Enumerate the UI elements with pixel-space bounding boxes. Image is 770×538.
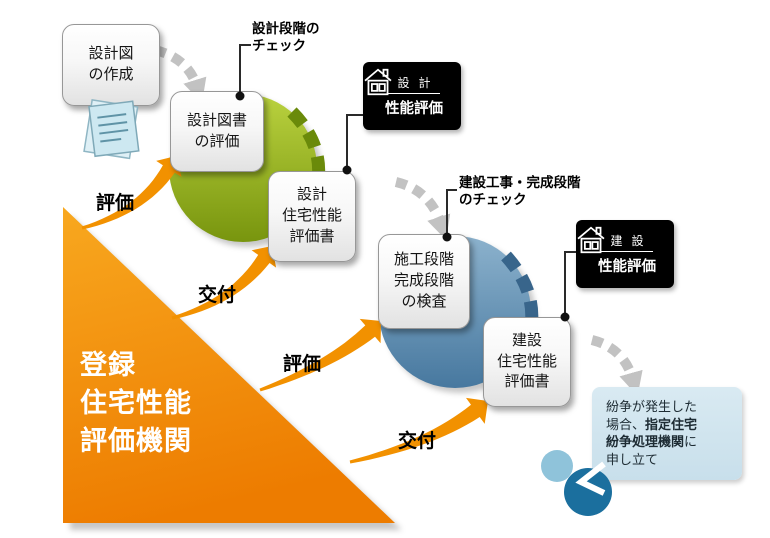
dispute-text-before: 紛争が発生した場合、 [606,399,698,432]
inspection-label: 施工段階 完成段階 の検査 [393,251,454,310]
design-drawing-box: 設計図 の作成 [62,24,160,106]
flow-arrow-issue-construction [349,397,488,464]
dispute-text-bold: 指定住宅紛争処理機関 [606,416,698,450]
construction-mark-category: 建設 [601,232,653,252]
design-performance-mark: 設計 性能評価 [363,62,461,130]
construction-mark-title: 性能評価 [598,259,656,275]
step-arrow-report-to-dispute [590,335,643,397]
construction-report-label: 建設 住宅性能 評価書 [496,331,557,391]
evaluation-org-triangle [63,207,395,523]
construction-performance-mark: 建設 性能評価 [576,220,674,288]
design-doc-eval-label: 設計図書 の評価 [186,111,247,150]
design-drawing-label: 設計図 の作成 [88,45,134,83]
evaluation-org-label: 登録 住宅性能 評価機関 [80,350,192,456]
design-check-callout: 設計段階の チェック [252,21,320,53]
dispute-note-box: 紛争が発生した場合、指定住宅紛争処理機関に申し立て [592,387,742,480]
construction-report-box: 建設 住宅性能 評価書 [483,317,571,407]
design-report-box: 設計 住宅性能 評価書 [268,171,356,262]
design-mark-title: 性能評価 [385,101,443,117]
design-report-label: 設計 住宅性能 評価書 [281,186,342,245]
flow-arrow-issue-design [171,246,277,320]
design-mark-category: 設計 [388,74,440,94]
flow-label-evaluate-design: 評価 [96,193,135,214]
step-arrow-report-to-inspection [394,177,451,240]
step-arrow-drawing-to-eval [153,45,207,104]
dispute-text-after: に申し立て [606,434,698,467]
inspection-box: 施工段階 完成段階 の検査 [378,234,470,329]
construction-check-callout: 建設工事・完成段階 のチェック [459,175,581,207]
flow-label-issue-construction: 交付 [398,431,437,452]
flow-arrow-evaluate-construction [259,318,381,392]
flow-label-evaluate-construction: 評価 [283,354,322,375]
design-doc-eval-box: 設計図書 の評価 [170,91,264,172]
flow-label-issue-design: 交付 [198,285,237,306]
